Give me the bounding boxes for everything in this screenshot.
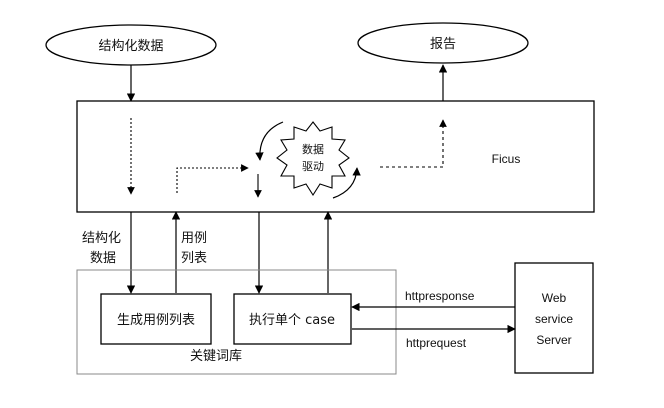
structured-data-edge-label-line1: 结构化 [82, 231, 121, 246]
driver-to-report-flow [380, 119, 447, 168]
keyword-library-label: 关键词库 [190, 348, 242, 364]
ficus-label: Ficus [492, 152, 521, 166]
web-service-label-line2: service [535, 312, 573, 326]
report-label: 报告 [430, 37, 456, 52]
data-driven-label-line1: 数据 [302, 142, 324, 156]
structured-data-edge-label-line2: 数据 [90, 251, 116, 266]
data-driven-starburst [276, 121, 350, 197]
generate-test-list-label: 生成用例列表 [117, 313, 195, 328]
test-list-edge-label-line2: 列表 [181, 251, 207, 266]
execute-single-case-box [233, 293, 352, 345]
test-list-to-driver-dotted [176, 164, 249, 193]
execute-single-case-label: 执行单个 case [249, 313, 335, 328]
structured-data-label: 结构化数据 [98, 39, 163, 54]
keyword-library-container [76, 269, 397, 375]
web-service-label-line1: Web [542, 291, 567, 305]
curved-arrow-right [332, 167, 361, 199]
report-node [357, 22, 529, 64]
web-service-label-line3: Server [536, 333, 571, 347]
curved-arrow-left [255, 121, 284, 161]
test-list-edge-label-line1: 用例 [181, 231, 207, 246]
web-service-server-box [514, 262, 594, 374]
http-response-label: httpresponse [405, 289, 475, 303]
data-driven-label-line2: 驱动 [302, 160, 324, 173]
generate-test-list-box [100, 293, 212, 345]
http-request-label: httprequest [406, 336, 467, 350]
